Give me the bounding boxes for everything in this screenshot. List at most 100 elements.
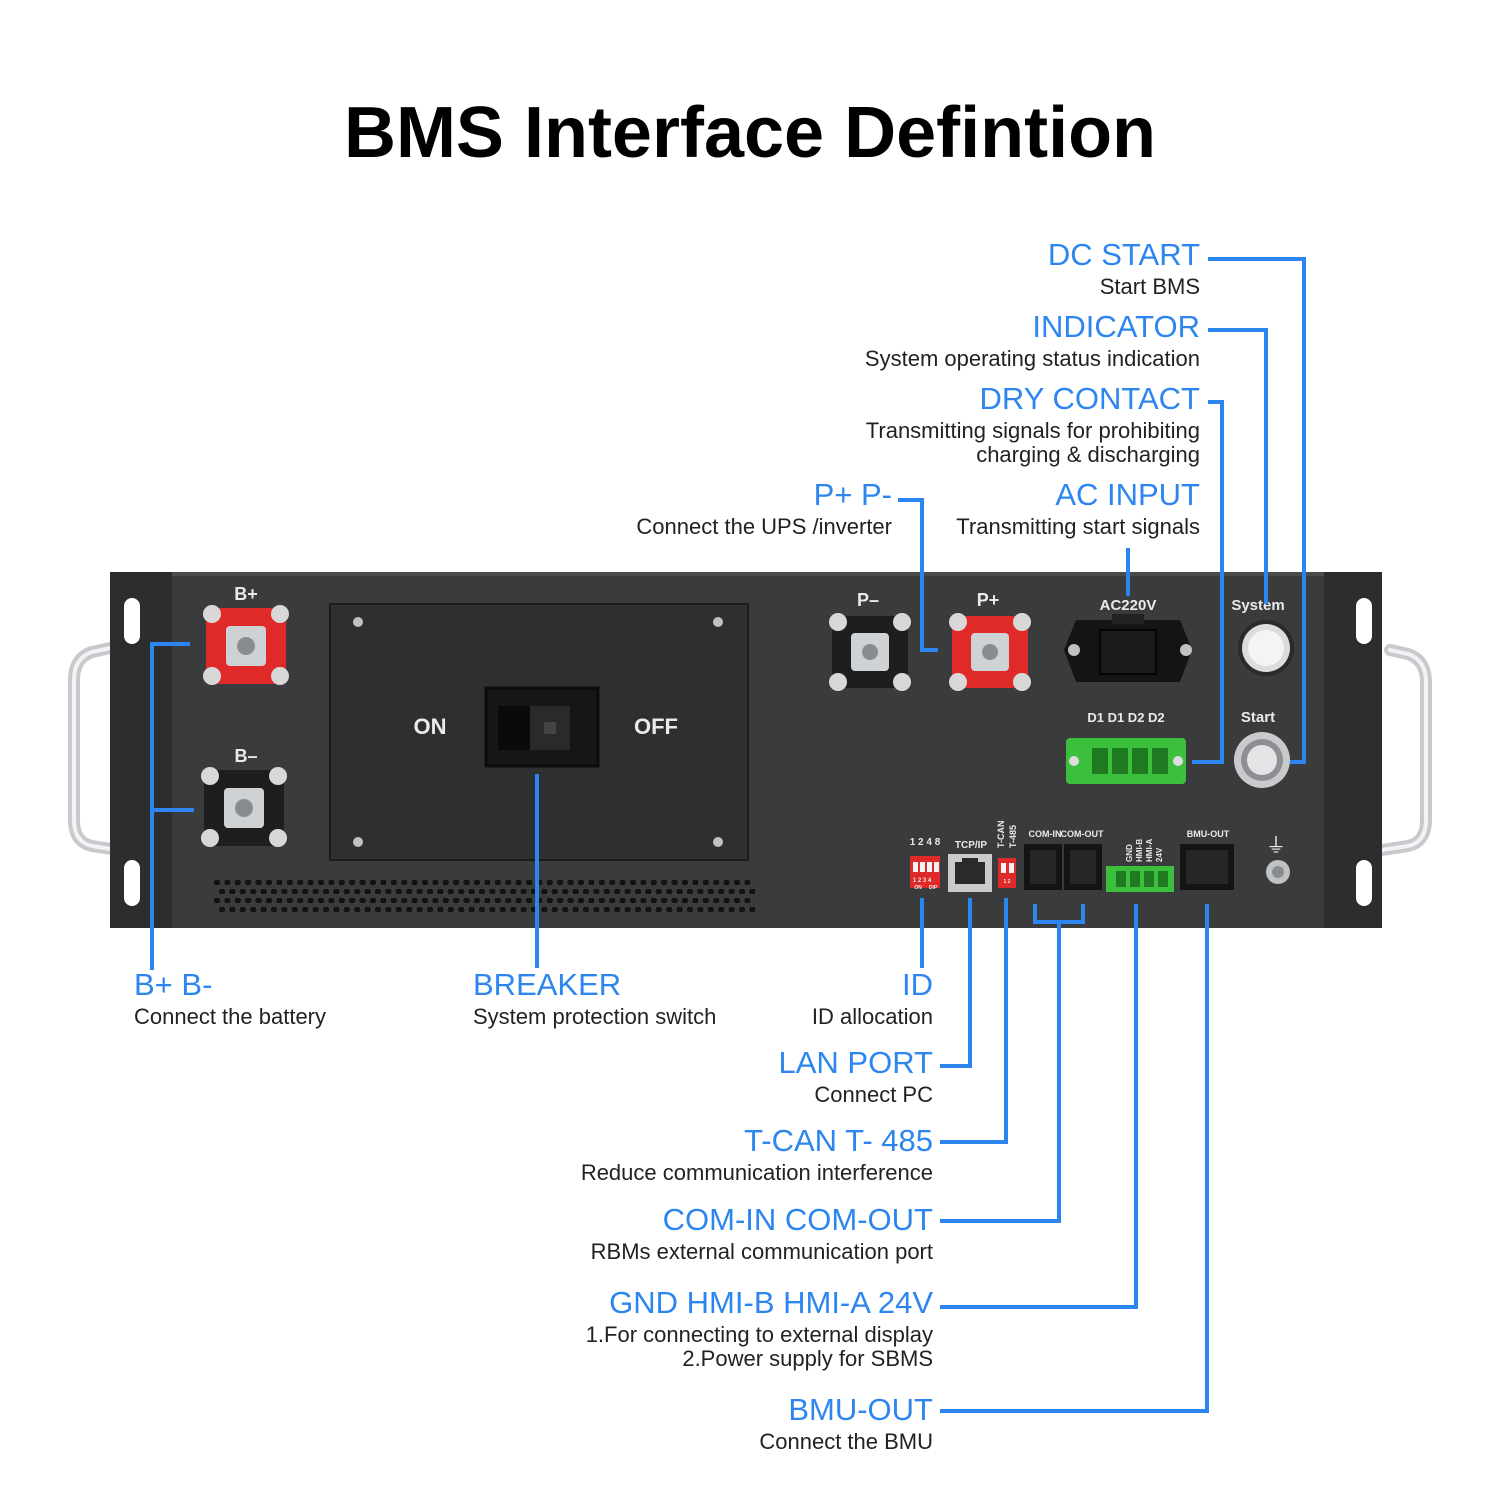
vent-hole	[474, 898, 480, 903]
callout-breaker: BREAKER System protection switch	[473, 967, 717, 1030]
vent-hole	[515, 880, 522, 885]
vent-hole	[614, 889, 621, 894]
vent-hole	[671, 880, 678, 885]
gnd-hmi-24v-terminal[interactable]	[1106, 866, 1174, 892]
t485-small-label: T-485	[1008, 825, 1018, 848]
hmib-small-label: HMI-B	[1135, 839, 1144, 862]
vent-hole	[619, 898, 626, 903]
vent-hole	[666, 907, 673, 912]
vent-hole	[697, 907, 704, 912]
tcan-t485-switch[interactable]	[998, 858, 1016, 888]
p-minus-terminal[interactable]	[829, 613, 911, 691]
vent-hole	[333, 889, 340, 894]
callout-id: ID ID allocation	[812, 967, 933, 1029]
vent-hole	[520, 889, 527, 894]
vent-hole	[432, 898, 439, 903]
vent-hole	[318, 898, 324, 903]
ac-input-socket[interactable]	[1064, 614, 1192, 682]
vent-hole	[541, 907, 548, 912]
dry-contact-terminal-labels: D1 D1 D2 D2	[1087, 710, 1164, 725]
callout-desc: System protection switch	[473, 1004, 717, 1030]
p-plus-terminal[interactable]	[949, 613, 1031, 691]
vent-hole	[593, 907, 600, 912]
b-plus-terminal[interactable]	[203, 605, 289, 685]
vent-hole	[297, 898, 304, 903]
left-handle	[68, 642, 124, 856]
vent-hole	[234, 898, 241, 903]
vent-hole	[619, 880, 626, 885]
vent-hole	[453, 898, 460, 903]
callout-bmu-out: BMU-OUT Connect the BMU	[759, 1392, 933, 1454]
callout-lan-port: LAN PORT Connect PC	[778, 1045, 933, 1107]
callout-indicator: INDICATOR System operating status indica…	[865, 309, 1200, 371]
vent-hole	[739, 889, 745, 894]
com-out-label: COM-OUT	[1061, 829, 1104, 839]
callout-desc: Start BMS	[1099, 274, 1200, 300]
vent-hole	[229, 907, 236, 912]
vent-hole	[635, 889, 641, 894]
vent-hole	[713, 880, 720, 885]
id-dip-top-label: 1 2 4 8	[910, 837, 941, 848]
vent-hole	[609, 898, 616, 903]
vent-hole	[624, 889, 631, 894]
com-in-port[interactable]	[1024, 844, 1062, 890]
vent-hole	[364, 907, 371, 912]
vent-hole	[655, 889, 662, 894]
vent-hole	[510, 889, 517, 894]
callout-name: BMU-OUT	[788, 1392, 933, 1427]
ac220v-label: AC220V	[1100, 597, 1157, 614]
leader-lines	[150, 257, 1306, 1413]
vent-hole	[598, 880, 605, 885]
vent-hole	[578, 880, 584, 885]
vent-hole	[276, 880, 283, 885]
vent-hole	[307, 898, 314, 903]
vent-hole	[635, 907, 641, 912]
callout-name: DC START	[1047, 237, 1200, 272]
bmu-out-label: BMU-OUT	[1187, 829, 1230, 839]
tcan-small-label: T-CAN	[996, 821, 1006, 849]
vent-hole	[437, 907, 444, 912]
breaker-on-label: ON	[414, 714, 447, 739]
callout-name: ID	[902, 967, 933, 1002]
b-minus-terminal[interactable]	[201, 767, 287, 847]
callout-desc-line-2: charging & discharging	[976, 442, 1200, 468]
breaker-switch[interactable]	[484, 686, 600, 768]
dc-start-button[interactable]	[1234, 732, 1290, 788]
com-out-port[interactable]	[1064, 844, 1102, 890]
vent-hole	[318, 880, 324, 885]
vent-hole	[744, 898, 751, 903]
vent-hole	[323, 889, 329, 894]
vent-hole	[291, 907, 298, 912]
vent-hole	[406, 889, 413, 894]
vent-hole	[713, 898, 720, 903]
callout-desc-line-2: 2.Power supply for SBMS	[682, 1346, 933, 1372]
right-handle	[1376, 644, 1432, 856]
vent-hole	[349, 898, 356, 903]
vent-hole	[624, 907, 631, 912]
dry-contact-terminal[interactable]	[1066, 738, 1186, 784]
page-title: BMS Interface Defintion	[343, 93, 1157, 173]
vent-hole	[422, 880, 428, 885]
vent-hole	[640, 880, 647, 885]
vent-hole	[328, 898, 335, 903]
vent-hole	[588, 898, 595, 903]
bmu-out-port[interactable]	[1180, 844, 1234, 890]
id-dip-switch[interactable]	[910, 856, 940, 888]
vent-hole	[312, 907, 319, 912]
vent-hole	[494, 880, 501, 885]
lan-port[interactable]	[948, 854, 992, 892]
callout-desc: Transmitting start signals	[956, 514, 1200, 540]
vent-hole	[343, 907, 350, 912]
vent-hole	[515, 898, 522, 903]
vent-hole	[489, 907, 496, 912]
vent-hole	[567, 880, 574, 885]
vent-hole	[302, 907, 309, 912]
vent-hole	[333, 907, 340, 912]
vent-hole	[328, 880, 335, 885]
callout-name: LAN PORT	[778, 1045, 933, 1080]
vent-hole	[239, 907, 246, 912]
vent-hole	[630, 880, 636, 885]
callout-name: COM-IN COM-OUT	[662, 1202, 933, 1237]
vent-hole	[474, 880, 480, 885]
